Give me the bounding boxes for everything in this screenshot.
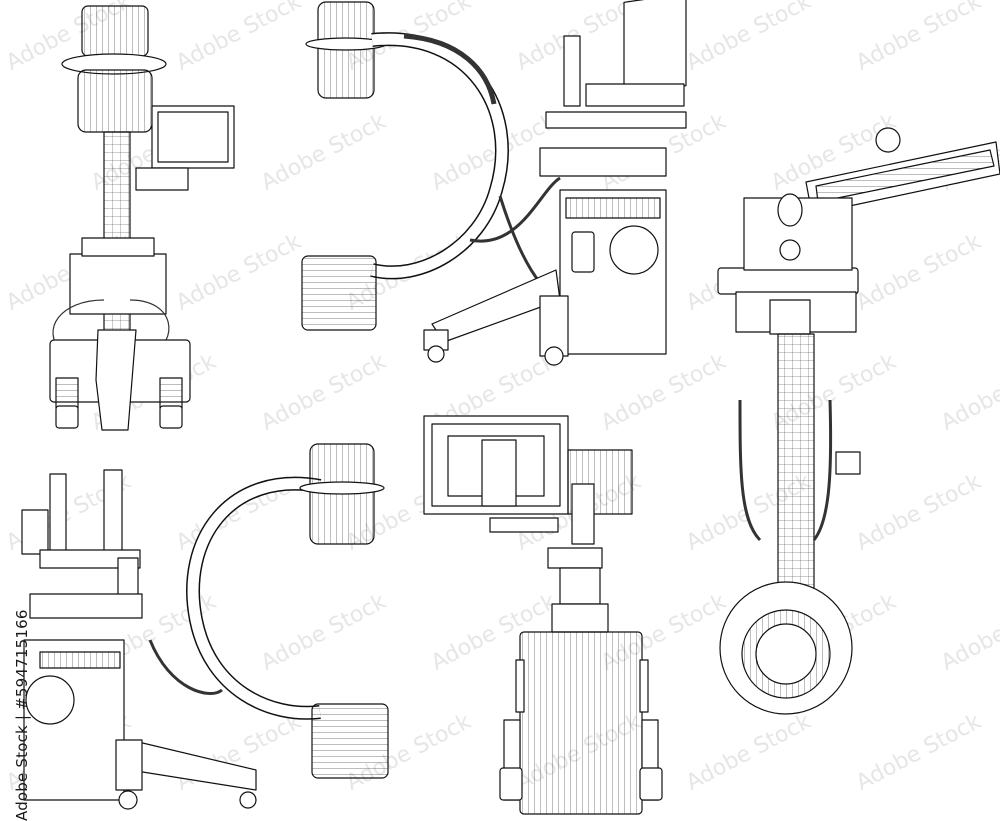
- rear-view: [423, 415, 663, 815]
- rear-cart-body: [519, 631, 643, 815]
- detector-body: [77, 69, 153, 133]
- right-base: [129, 739, 257, 791]
- front-view: [49, 5, 235, 431]
- right-monitor-2: [103, 469, 123, 553]
- side-generator: [301, 255, 377, 331]
- side-view-right: [21, 443, 389, 810]
- right-generator: [311, 703, 389, 779]
- detector-cylinder: [81, 5, 149, 57]
- right-monitor-1: [49, 473, 67, 553]
- top-cart-plate: [717, 267, 859, 295]
- side-view-left: [301, 0, 687, 366]
- right-cart-top: [29, 593, 143, 619]
- front-cart-body: [69, 253, 167, 315]
- side-monitor-2: [623, 0, 687, 95]
- top-column: [777, 333, 815, 615]
- stock-id-label: Adobe Stock | #594715166: [13, 609, 31, 821]
- top-view: [717, 127, 1000, 715]
- side-monitor-1: [563, 35, 581, 107]
- side-cart-top: [539, 147, 667, 177]
